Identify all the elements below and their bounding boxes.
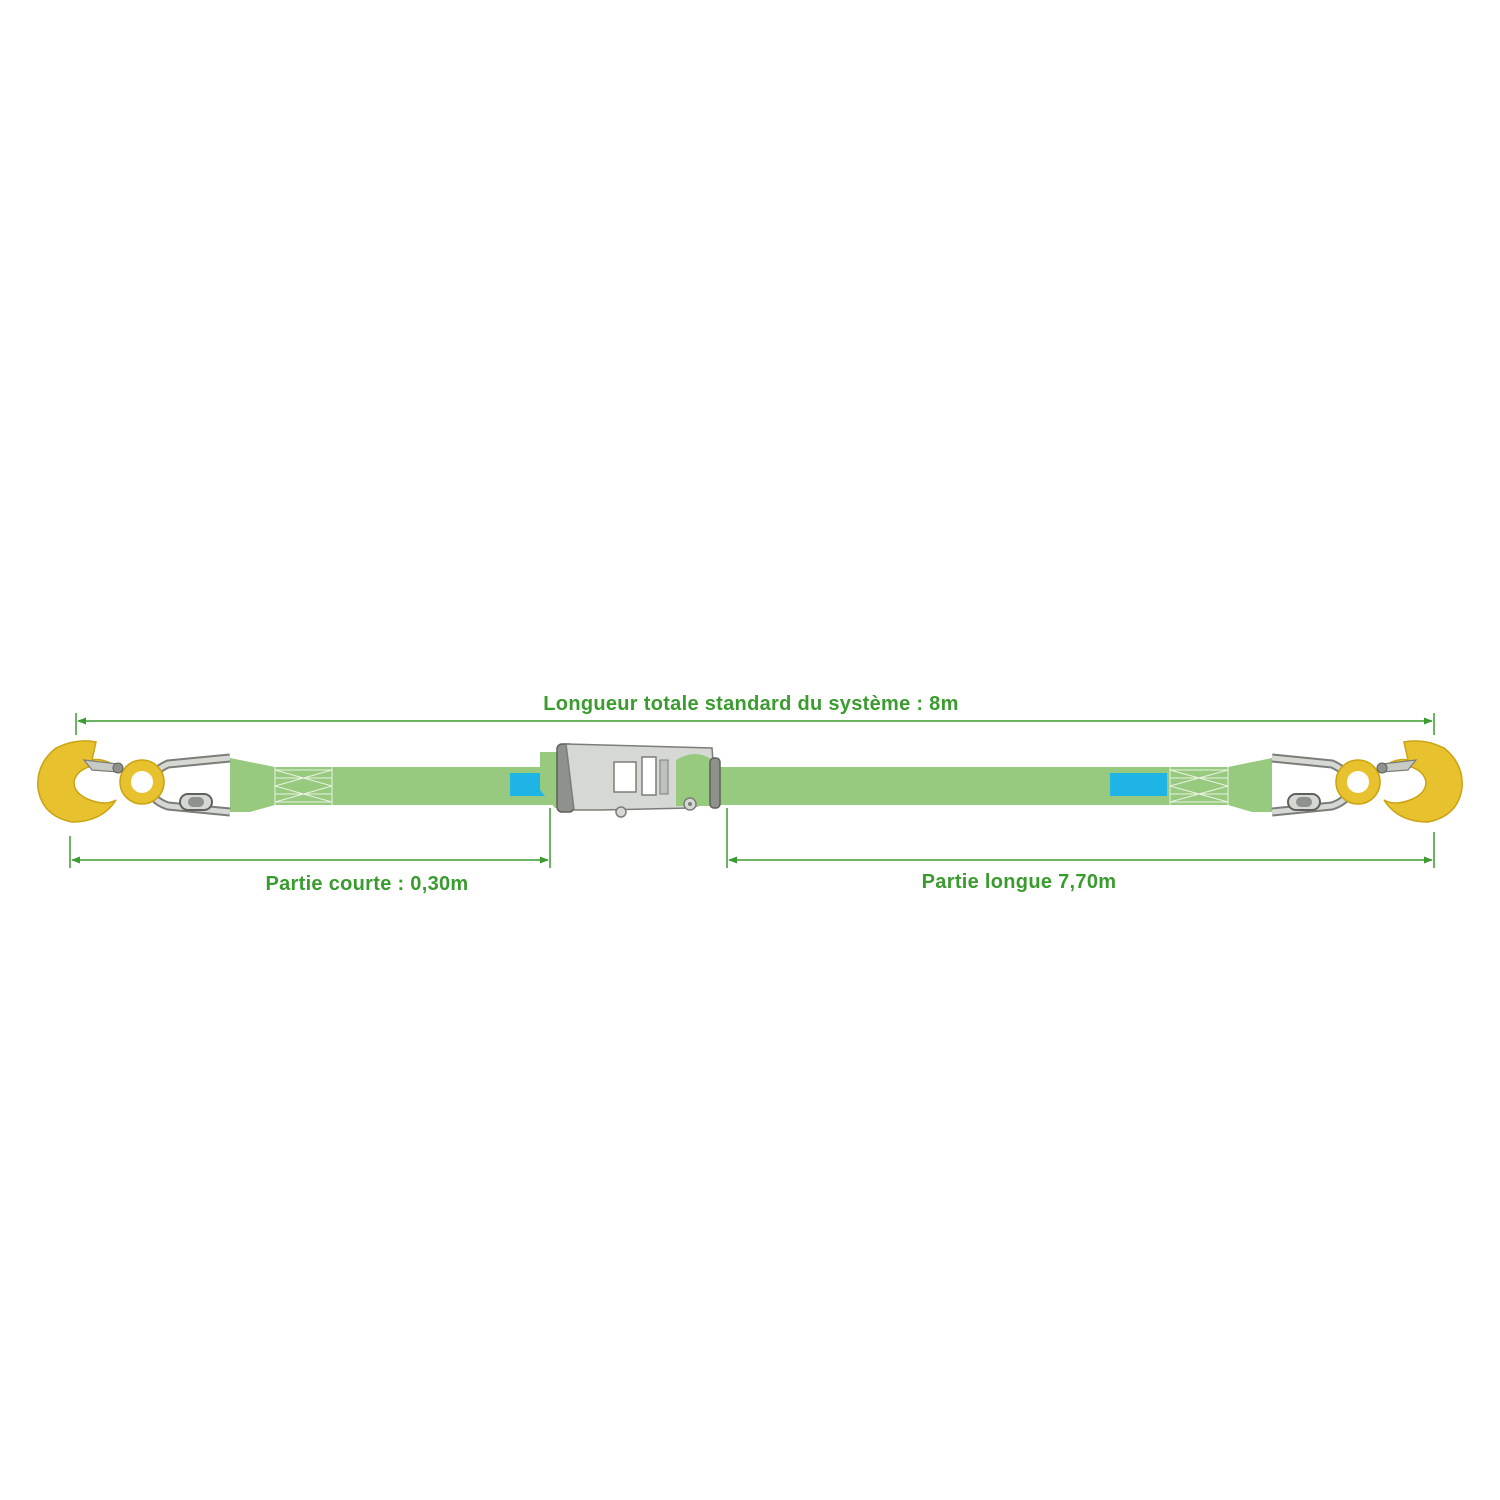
long-part-dimension: Partie longue 7,70m xyxy=(726,808,1435,893)
label-patch-icon xyxy=(1110,773,1167,796)
ratchet-release xyxy=(709,757,721,809)
ratchet-icon xyxy=(540,743,721,818)
ratchet-spool-webbing xyxy=(676,754,712,806)
long-part-label: Partie longue 7,70m xyxy=(922,871,1117,893)
total-length-dimension: Longueur totale standard du système : 8m xyxy=(75,693,1435,735)
short-part-dimension: Partie courte : 0,30m xyxy=(69,808,551,895)
hook-icon xyxy=(1377,740,1463,823)
right-hook-assembly xyxy=(1271,740,1463,823)
strap-left-stitching xyxy=(274,767,333,805)
ratchet-bar xyxy=(659,759,669,795)
hook-icon xyxy=(37,740,123,823)
left-hook-assembly xyxy=(37,740,231,823)
short-part-label: Partie courte : 0,30m xyxy=(265,873,468,895)
ratchet-slot xyxy=(641,756,657,796)
ratchet-pivot xyxy=(615,806,627,818)
strap-right-stitching xyxy=(1169,767,1229,805)
strap-webbing xyxy=(230,758,1272,812)
ratchet-slot xyxy=(613,761,637,793)
strap-left-eye xyxy=(230,758,332,812)
total-length-label: Longueur totale standard du système : 8m xyxy=(543,693,958,715)
strap-long-section xyxy=(700,767,1170,805)
strap-right-eye xyxy=(1170,758,1272,812)
